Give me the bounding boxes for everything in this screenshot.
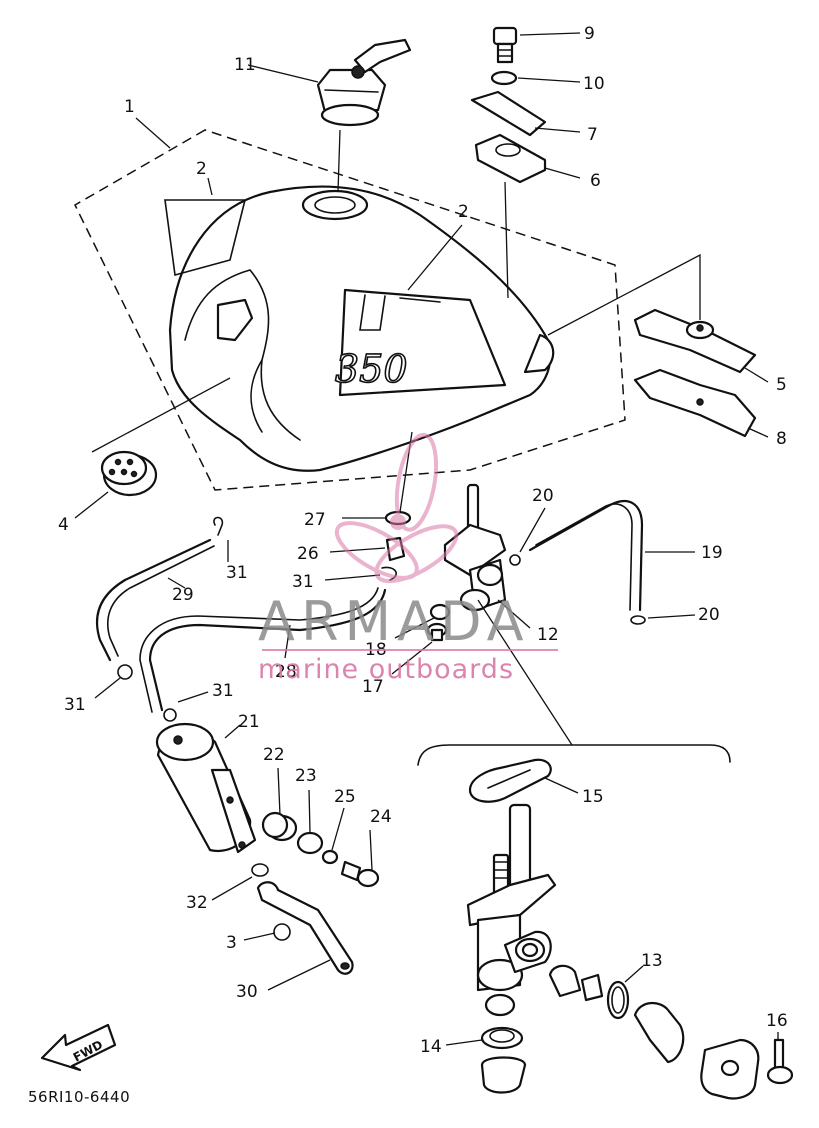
- clip-32: [251, 863, 269, 877]
- callout-11: 11: [234, 55, 256, 75]
- callout-20b: 20: [698, 605, 720, 625]
- callout-23: 23: [295, 766, 317, 786]
- clip-20a: [509, 554, 521, 566]
- fuel-cap: [316, 38, 412, 127]
- callout-31d: 31: [212, 681, 234, 701]
- strainer-14: [480, 993, 527, 1094]
- tank-model-text: 350: [335, 347, 408, 391]
- callout-14: 14: [420, 1037, 442, 1057]
- callout-30: 30: [236, 982, 258, 1002]
- callout-12: 12: [537, 625, 559, 645]
- callout-31a: 31: [226, 563, 248, 583]
- callout-2b: 2: [458, 202, 469, 222]
- callout-31c: 31: [64, 695, 86, 715]
- clip-31c: [163, 708, 177, 722]
- callout-3: 3: [226, 933, 237, 953]
- callout-7: 7: [587, 125, 598, 145]
- clip-31a: [213, 516, 224, 536]
- bolt-9: [492, 26, 518, 64]
- callout-17: 17: [362, 677, 384, 697]
- bracket-30: [256, 881, 354, 975]
- callout-2a: 2: [196, 159, 207, 179]
- callout-20a: 20: [532, 486, 554, 506]
- lever-body: [633, 1002, 685, 1064]
- pad-7: [470, 90, 547, 137]
- callout-24: 24: [370, 807, 392, 827]
- watermark: ARMADA marine outboards: [258, 432, 558, 685]
- propeller-logo-icon: [334, 432, 459, 584]
- petcock-small: [443, 483, 507, 612]
- callout-5: 5: [776, 375, 787, 395]
- damper-4: [100, 450, 158, 497]
- callout-6: 6: [590, 171, 601, 191]
- callout-4: 4: [58, 515, 69, 535]
- callout-15: 15: [582, 787, 604, 807]
- washer-25: [321, 849, 339, 865]
- screw-16: [766, 1038, 794, 1085]
- callout-29: 29: [172, 585, 194, 605]
- clip-20b: [630, 615, 646, 625]
- callout-21: 21: [238, 712, 260, 732]
- fwd-arrow: FWD: [40, 1023, 117, 1072]
- watermark-tagline: marine outboards: [258, 654, 514, 685]
- callout-28: 28: [275, 662, 297, 682]
- detail-frame: [417, 744, 731, 766]
- callout-31b: 31: [292, 572, 314, 592]
- washer-10: [490, 70, 518, 86]
- callout-26: 26: [297, 544, 319, 564]
- grommet-22: [261, 811, 298, 842]
- washer-18: [429, 603, 451, 621]
- lever-parts: [548, 964, 604, 1002]
- gasket-15: [468, 758, 552, 803]
- callout-13: 13: [641, 951, 663, 971]
- canister-21: [155, 722, 257, 854]
- callout-9: 9: [584, 24, 595, 44]
- damper-6: [474, 133, 547, 184]
- band-3: [273, 923, 291, 941]
- clip-31d: [381, 566, 397, 581]
- assembly-outline: [74, 129, 626, 491]
- callout-19: 19: [701, 543, 723, 563]
- screw-17: [426, 622, 448, 642]
- callout-labels: 1 2 2 3 4 5 6 7 8 9 10 11 12 13 14 15 16…: [58, 24, 788, 1057]
- callout-1: 1: [124, 97, 135, 117]
- watermark-brand: ARMADA: [258, 590, 530, 653]
- callout-25: 25: [334, 787, 356, 807]
- petcock-large: [466, 803, 557, 992]
- diagram-code: 56RI10-6440: [28, 1088, 130, 1106]
- plate-16: [700, 1038, 760, 1100]
- hose-29: [95, 538, 212, 662]
- leader-lines: [74, 32, 779, 1046]
- bracket-5: [633, 308, 757, 374]
- callout-16: 16: [766, 1011, 788, 1031]
- callout-27: 27: [304, 510, 326, 530]
- callout-22: 22: [263, 745, 285, 765]
- fuel-tank: 350: [164, 185, 555, 472]
- bracket-8: [633, 368, 757, 438]
- callout-32: 32: [186, 893, 208, 913]
- callout-8: 8: [776, 429, 787, 449]
- bolt-24: [340, 860, 380, 888]
- clip-31b: [117, 664, 133, 680]
- collar-23: [296, 831, 324, 855]
- callout-10: 10: [583, 74, 605, 94]
